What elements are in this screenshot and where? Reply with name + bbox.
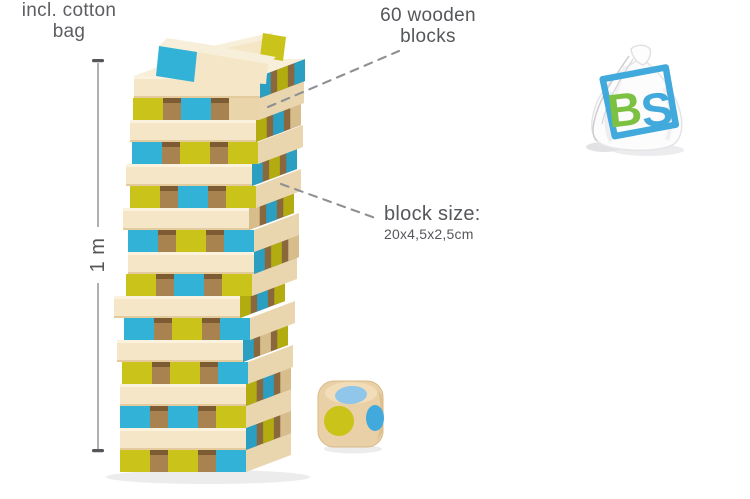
cotton-bag: B S (586, 44, 684, 156)
die-front-dot (324, 406, 354, 436)
block-size-value: 20x4,5x2,5cm (384, 226, 474, 242)
bag-label: incl. cotton bag (0, 0, 138, 42)
measure-cap-top (92, 59, 104, 63)
bag-label-line1: incl. cotton (21, 0, 117, 21)
blocks-count-line1: 60 wooden (380, 5, 476, 26)
bag-fold-top (610, 65, 627, 113)
leader-line-size (279, 182, 380, 221)
height-measure (92, 59, 104, 453)
measure-cap-bottom (92, 449, 104, 453)
block-size-label: block size: 20x4,5x2,5cm (384, 203, 481, 243)
bag-fold-right (662, 87, 673, 141)
block-tower (106, 32, 310, 484)
bag-logo-letter-s: S (638, 81, 676, 137)
die-right-dot (366, 405, 384, 431)
bag-logo-letter-b: B (604, 81, 644, 138)
blocks-count-label: 60 wooden blocks (352, 5, 504, 47)
blocks-count-line2: blocks (400, 26, 456, 47)
die-right-shade (377, 391, 384, 441)
tower-layers (114, 59, 305, 472)
tower-shadow (106, 470, 310, 484)
leader-line-blocks (266, 49, 401, 109)
bag-logo-frame (599, 64, 680, 140)
block-size-title: block size: (384, 203, 481, 225)
leader-lines (266, 49, 401, 221)
bag-fold-left (604, 91, 614, 142)
tower-top-blocks (156, 32, 286, 84)
die-top-dot (335, 385, 367, 405)
bag-label-line2: bag (52, 21, 86, 42)
color-die (317, 380, 384, 454)
height-label: 1 m (87, 237, 109, 273)
bag-knot (630, 44, 652, 66)
bag-logo: B S (599, 64, 680, 140)
bag-drawstring-2 (601, 58, 634, 125)
